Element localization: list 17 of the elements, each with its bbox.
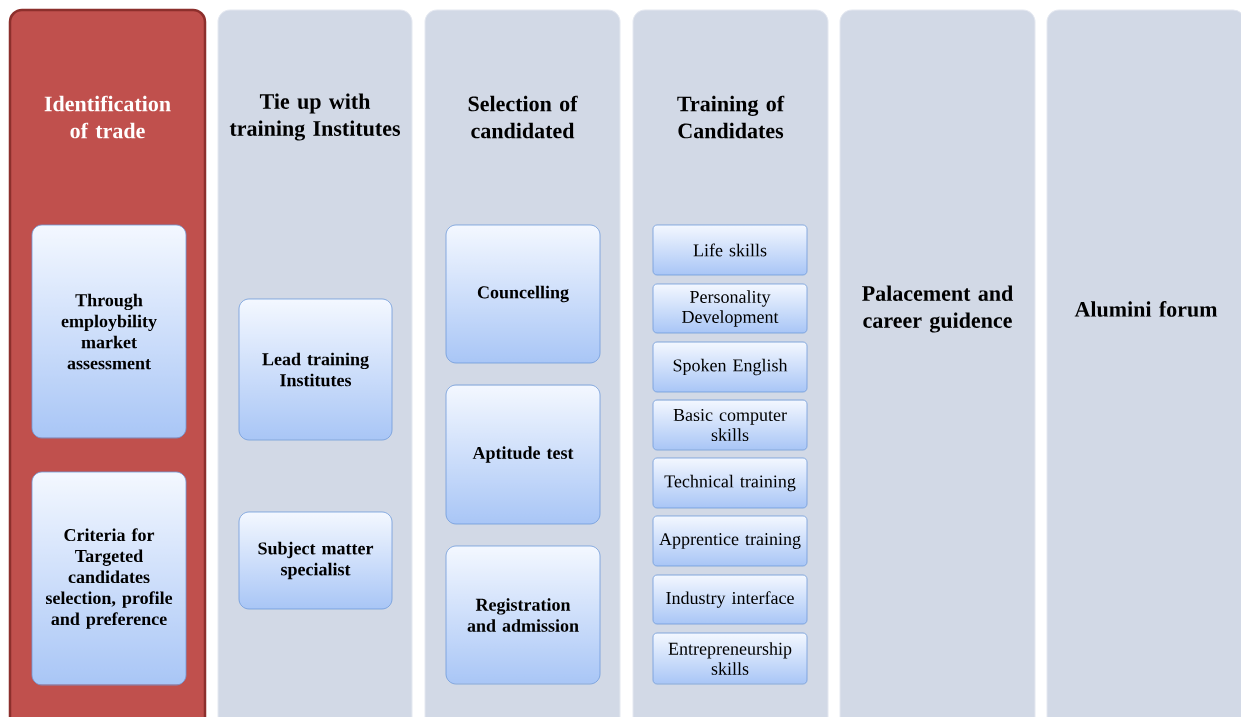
step-box: Registration and admission: [445, 545, 601, 685]
list-item-box: Apprentice training: [652, 515, 808, 567]
step-box: Criteria for Targeted candidates selection, profile and preference: [31, 471, 187, 686]
step-box: Aptitude test: [445, 384, 601, 525]
step-box: Lead training Institutes: [238, 298, 393, 441]
list-item-box: Entrepreneurship skills: [652, 632, 808, 685]
list-item-box: Life skills: [652, 224, 808, 276]
step-box: Through employbility market assessment: [31, 224, 187, 439]
column-band: Palacement and career guidence: [839, 9, 1036, 717]
list-item-box: Basic computer skills: [652, 399, 808, 451]
list-item-box: Personality Development: [652, 283, 808, 334]
column-band: Alumini forum: [1046, 9, 1241, 717]
step-box: Councelling: [445, 224, 601, 364]
list-item-box: Spoken English: [652, 341, 808, 393]
step-box: Subject matter specialist: [238, 511, 393, 610]
list-item-box: Industry interface: [652, 574, 808, 625]
list-item-box: Technical training: [652, 457, 808, 509]
